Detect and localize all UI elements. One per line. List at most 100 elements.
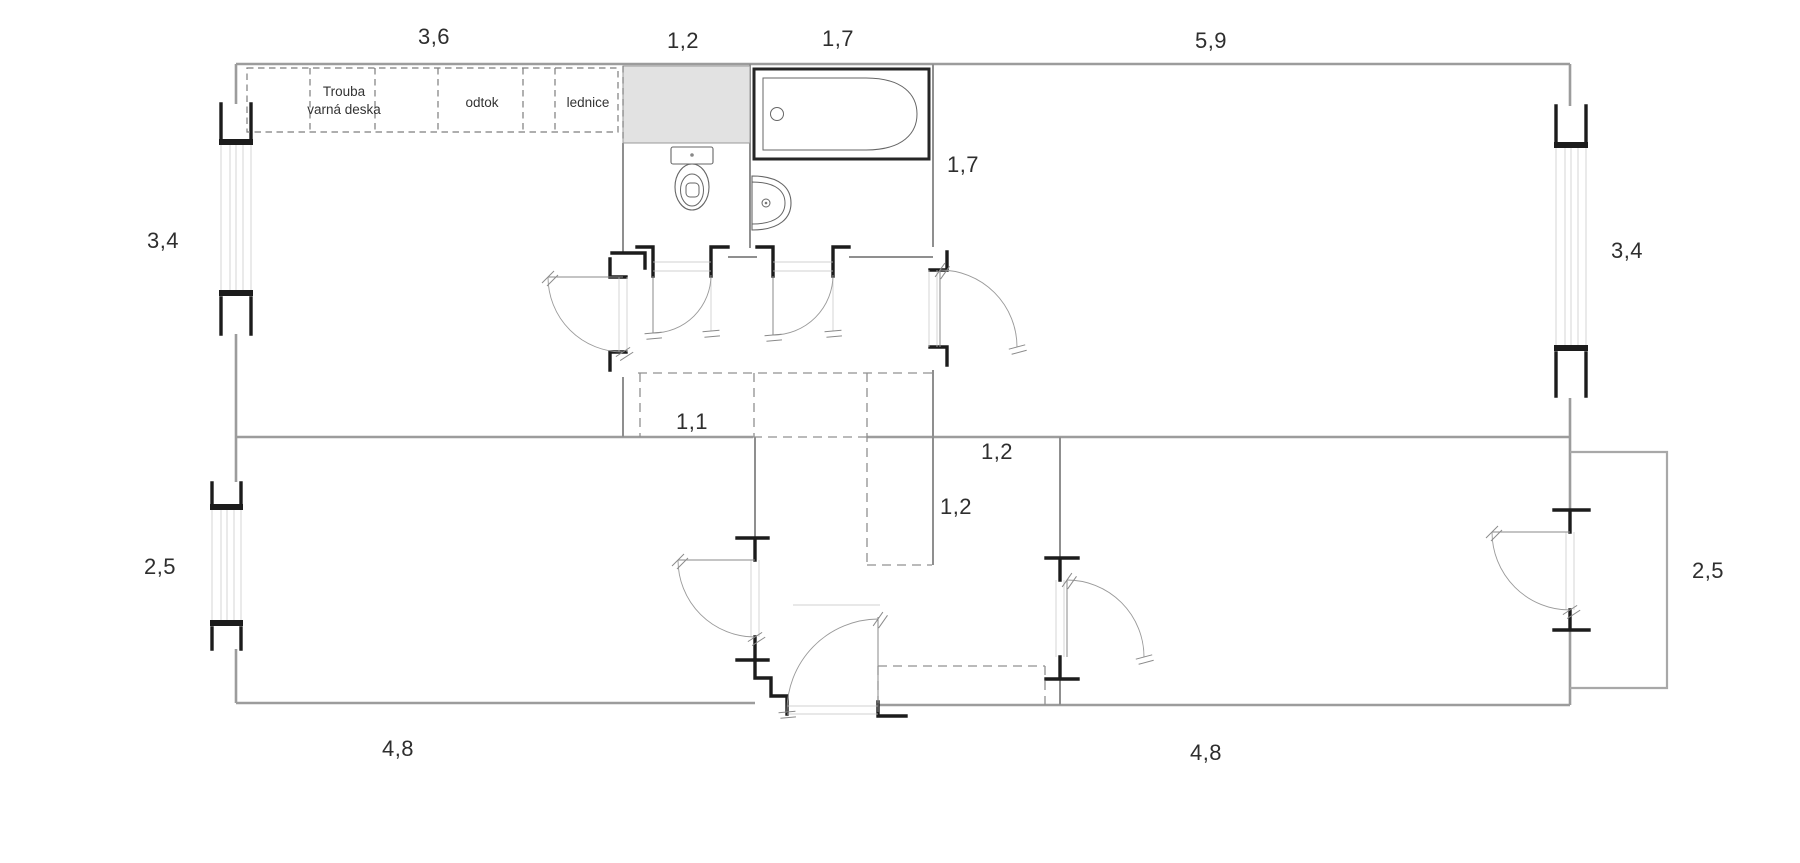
dim-tick xyxy=(1485,525,1503,542)
window-sill xyxy=(219,139,253,145)
dim-tick xyxy=(762,326,786,349)
dim-tick xyxy=(700,322,724,345)
window-sill xyxy=(210,504,243,510)
window-frame xyxy=(219,296,253,336)
toilet-bowl xyxy=(674,163,710,211)
toilet-bowl-inner xyxy=(680,173,704,207)
door-jamb xyxy=(1044,655,1080,681)
dimension-label-left-height-top: 3,4 xyxy=(147,228,179,253)
sink-basin xyxy=(751,175,792,231)
door-jamb xyxy=(928,345,949,367)
dimension-label-wc-width: 1,2 xyxy=(667,28,699,53)
door-room-bottom-right xyxy=(1055,571,1157,671)
counter-dividers xyxy=(309,68,556,132)
window-top-right-icon xyxy=(1554,104,1588,398)
door-threshold xyxy=(652,261,712,331)
door-jamb xyxy=(1044,556,1080,582)
counter-label-drain: odtok xyxy=(465,95,498,110)
dim-tick xyxy=(1006,338,1030,361)
door-jambs xyxy=(608,245,1591,718)
door-balcony xyxy=(1485,525,1582,622)
door-threshold xyxy=(1565,532,1575,610)
window-frame xyxy=(1554,104,1588,146)
door-swing-arc xyxy=(786,618,879,713)
window-frame xyxy=(219,102,253,143)
toilet-button xyxy=(690,153,694,157)
door-room-bottom-left xyxy=(671,553,767,649)
dimension-label-bath-depth: 1,7 xyxy=(947,152,979,177)
door-jamb xyxy=(831,245,851,278)
bathtub-drain xyxy=(770,107,784,121)
bathroom-fixtures xyxy=(622,65,931,231)
dimension-label-hall-passage: 1,1 xyxy=(676,409,708,434)
door-jamb xyxy=(928,250,949,272)
door-swing-arc xyxy=(1491,531,1571,611)
window-glazing xyxy=(211,510,242,620)
counter-label-hob: varná deska xyxy=(307,102,381,117)
dim-tick xyxy=(642,324,666,347)
sink-icon xyxy=(751,175,792,231)
dimension-label-bath-width: 1,7 xyxy=(822,26,854,51)
dimension-label-nook-depth: 1,2 xyxy=(940,494,972,519)
window-frame xyxy=(210,626,243,651)
balcony-outline xyxy=(1570,450,1669,690)
door-jamb xyxy=(1552,508,1591,534)
door-jamb xyxy=(1552,608,1591,632)
toilet-icon xyxy=(670,146,714,211)
sink-faucet xyxy=(761,198,771,208)
outer-walls xyxy=(234,62,1669,707)
door-swing-arc xyxy=(677,559,756,638)
toilet-seat xyxy=(685,182,700,198)
dashed-boundaries xyxy=(638,372,1046,705)
door-bath xyxy=(762,261,846,349)
dimension-labels: 3,6 1,2 1,7 5,9 3,4 3,4 1,7 1,1 1,2 1,2 … xyxy=(144,24,1724,765)
door-swing-arc xyxy=(652,274,712,334)
door-swing-arc xyxy=(1066,579,1145,658)
sink-drain xyxy=(764,201,768,205)
window-frame xyxy=(1554,351,1588,398)
dimension-label-left-height-bottom: 2,5 xyxy=(144,554,176,579)
door-jamb xyxy=(635,245,655,278)
door-swing-arc xyxy=(772,274,834,336)
dimension-label-kitchen-width: 3,6 xyxy=(418,24,450,49)
sink-basin-inner xyxy=(751,181,786,225)
dimension-label-nook-width: 1,2 xyxy=(981,439,1013,464)
dim-tick xyxy=(1059,571,1079,591)
door-jamb xyxy=(608,257,628,279)
window-sill xyxy=(1554,142,1588,148)
door-swing-arc xyxy=(547,276,624,353)
window-frame xyxy=(210,481,243,508)
door-wc xyxy=(642,261,724,347)
entrance-step xyxy=(753,658,789,716)
door-threshold xyxy=(787,604,880,715)
kitchen-counter: Trouba varná deska odtok lednice xyxy=(246,67,619,133)
dim-tick xyxy=(822,322,846,345)
bathtub-inner xyxy=(762,77,918,151)
door-threshold xyxy=(1055,580,1065,657)
door-threshold xyxy=(750,560,760,637)
dim-tick xyxy=(541,270,559,287)
dimension-label-right-room-width: 5,9 xyxy=(1195,28,1227,53)
wall-segment xyxy=(236,701,1570,707)
window-glazing xyxy=(1555,148,1587,345)
bathtub-icon xyxy=(752,67,931,161)
dim-tick xyxy=(671,553,689,570)
door-entrance xyxy=(776,604,890,726)
vanity-unit xyxy=(622,65,751,144)
door-jamb xyxy=(610,251,647,270)
door-threshold xyxy=(928,270,938,347)
door-jamb xyxy=(755,245,775,278)
door-jamb xyxy=(709,245,730,278)
dimension-label-right-height-top: 3,4 xyxy=(1611,238,1643,263)
dim-tick xyxy=(614,344,635,364)
window-sill xyxy=(1554,345,1588,351)
dim-tick xyxy=(1133,648,1157,671)
door-threshold xyxy=(772,261,834,331)
door-room-top-right xyxy=(928,261,1030,361)
door-kitchen xyxy=(541,270,635,364)
window-bottom-left-icon xyxy=(210,481,243,651)
dim-tick xyxy=(870,610,890,630)
window-glazing xyxy=(220,145,252,290)
